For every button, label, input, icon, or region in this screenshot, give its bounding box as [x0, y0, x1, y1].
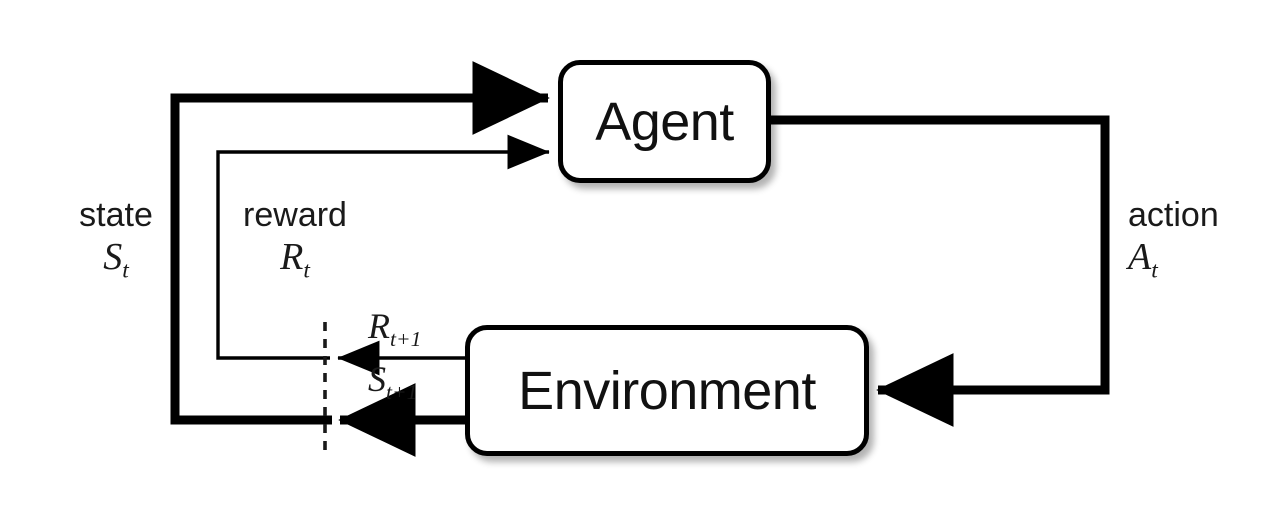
node-environment-label: Environment — [518, 360, 816, 421]
edge-label-state: state St — [62, 196, 170, 284]
edge-label-reward-word: reward — [243, 196, 347, 234]
state-connector — [170, 61, 550, 425]
edge-label-reward-symbol: Rt — [280, 235, 310, 284]
edge-label-reward: reward Rt — [225, 196, 365, 284]
edge-label-state-next: St+1 — [368, 359, 418, 405]
edge-label-state-symbol: St — [103, 235, 129, 284]
edge-label-action-word: action — [1128, 196, 1219, 234]
node-agent-label: Agent — [595, 91, 734, 152]
edge-label-reward-next: Rt+1 — [368, 306, 422, 352]
action-connector — [770, 115, 1110, 427]
reward-connector — [216, 134, 550, 360]
edge-label-state-word: state — [79, 196, 153, 234]
node-agent[interactable]: Agent — [558, 60, 771, 183]
edge-label-action: action At — [1128, 196, 1268, 284]
node-environment[interactable]: Environment — [465, 325, 869, 456]
edge-label-action-symbol: At — [1128, 235, 1158, 284]
